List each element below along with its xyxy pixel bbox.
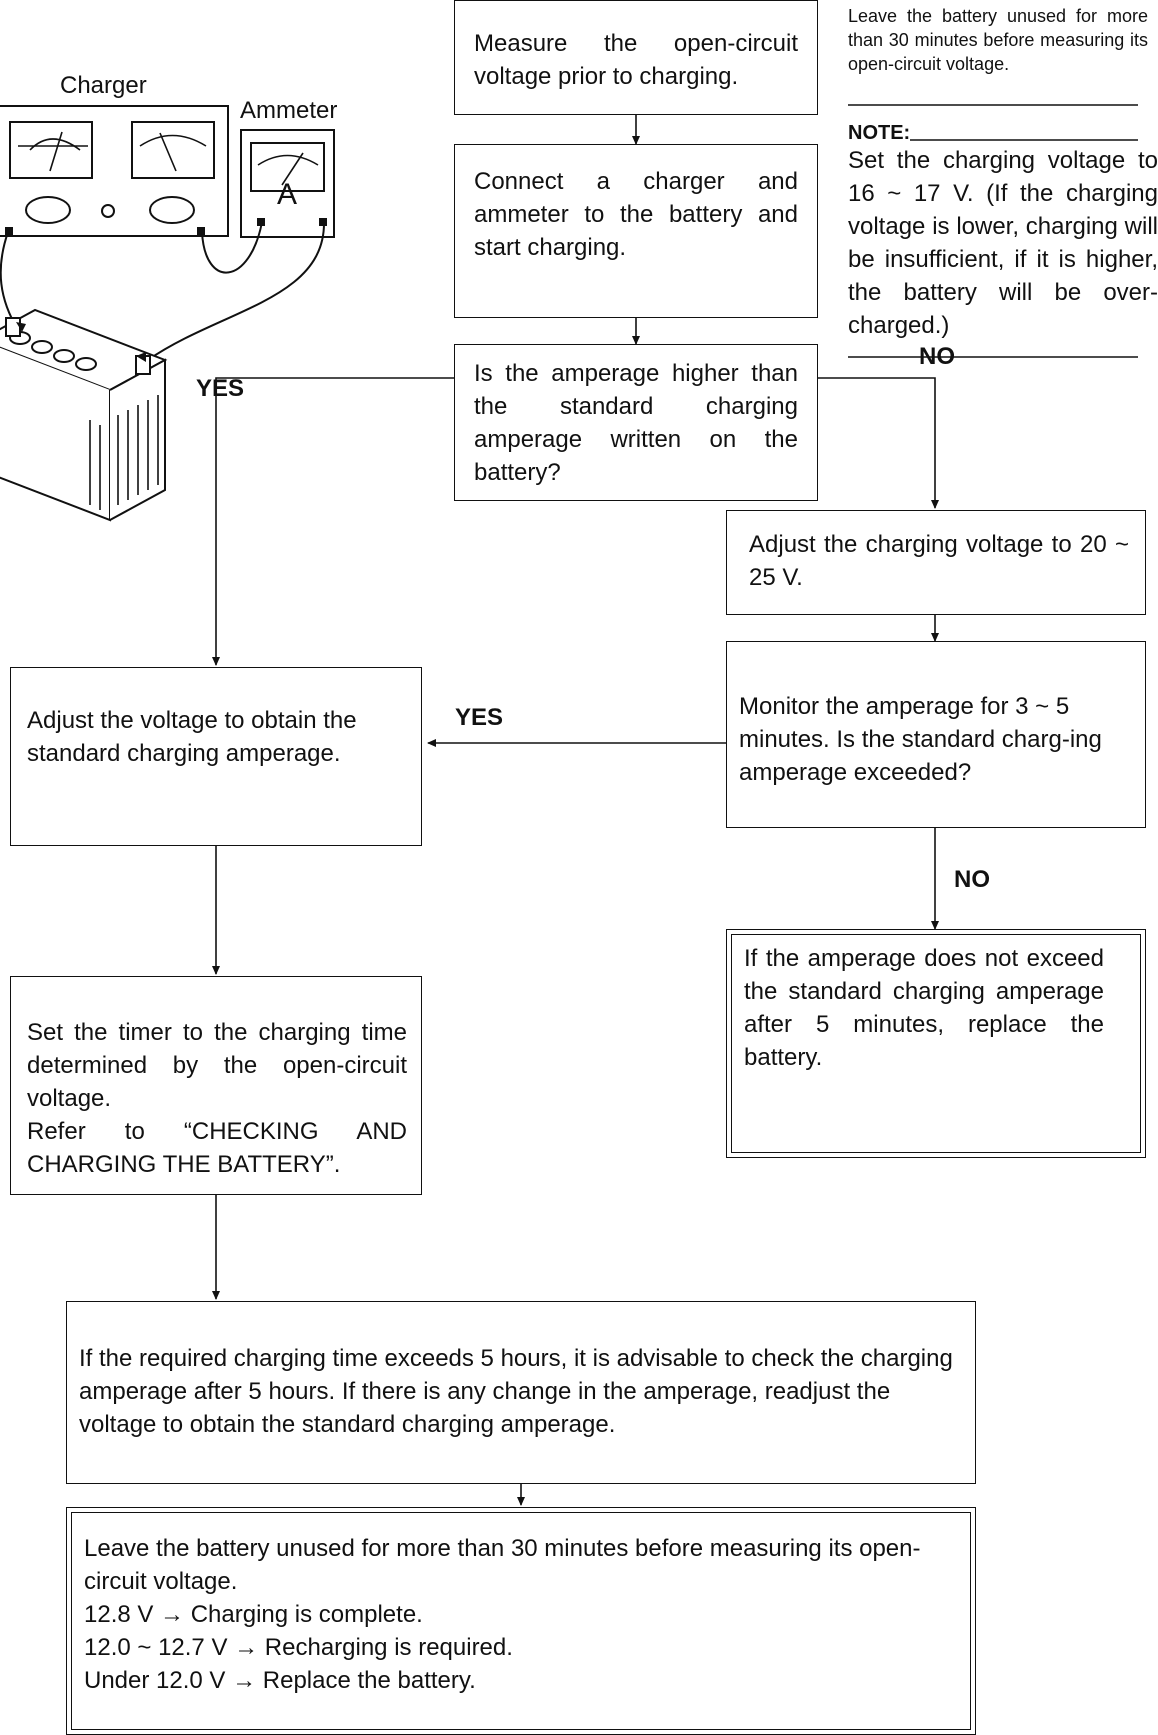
note-body: Set the charging voltage to 16 ~ 17 V. (…: [848, 147, 1158, 339]
note-heading: NOTE:: [848, 122, 911, 144]
label-no-monitor: NO: [954, 866, 990, 893]
step-measure-voltage: Measure the open-circuit voltage prior t…: [454, 0, 818, 115]
final-line-replace: Under 12.0 V → Replace the battery.: [84, 1667, 476, 1694]
ammeter-symbol: A: [277, 178, 298, 211]
charger-knob-left: [25, 196, 71, 224]
step-refer-text: Refer to “CHECKING AND CHARGING THE BATT…: [27, 1118, 407, 1178]
step-five-hours-check: If the required charging time exceeds 5 …: [66, 1301, 976, 1484]
arrow-question-yes: [212, 377, 454, 666]
step-five-hours-text: If the required charging time exceeds 5 …: [79, 1345, 953, 1438]
charger-label: Charger: [60, 72, 147, 99]
charger-body: [0, 105, 229, 237]
charger-meter-right: [131, 121, 215, 179]
step-connect-text: Connect a charger and ammeter to the bat…: [474, 168, 798, 261]
ammeter-label: Ammeter: [240, 97, 338, 124]
step-adjust-20-25-text: Adjust the charging voltage to 20 ~ 25 V…: [749, 531, 1129, 591]
ammeter-window: [250, 142, 325, 192]
step-set-timer-text: Set the timer to the charging time deter…: [27, 1019, 407, 1112]
charger-knob-right: [149, 196, 195, 224]
charger-knob-center: [101, 204, 115, 218]
top-note: Leave the battery unused for more than 3…: [848, 6, 1148, 74]
step-set-timer-content: Set the timer to the charging time deter…: [27, 1016, 407, 1181]
final-line-rest: Leave the battery unused for more than 3…: [84, 1535, 921, 1595]
ammeter-body: [240, 129, 335, 238]
step-set-timer: Set the timer to the charging time deter…: [10, 976, 422, 1195]
step-measure-text: Measure the open-circuit voltage prior t…: [474, 30, 798, 90]
step-adjust-standard: Adjust the voltage to obtain the standar…: [10, 667, 422, 846]
label-yes-monitor: YES: [455, 704, 504, 731]
decision-amperage-higher: Is the amperage higher than the standard…: [454, 344, 818, 501]
step-replace-text: If the amperage does not exceed the stan…: [744, 945, 1104, 1071]
decision-monitor-text: Monitor the amperage for 3 ~ 5 minutes. …: [739, 693, 1102, 786]
step-final-check: Leave the battery unused for more than 3…: [66, 1507, 976, 1735]
final-line-complete: 12.8 V → Charging is complete.: [84, 1601, 423, 1628]
label-no-question: NO: [919, 343, 955, 370]
label-yes-question: YES: [196, 375, 245, 402]
step-final-content: Leave the battery unused for more than 3…: [84, 1532, 954, 1697]
decision-amperage-text: Is the amperage higher than the standard…: [474, 360, 798, 486]
charger-meter-left: [9, 121, 93, 179]
final-line-recharge: 12.0 ~ 12.7 V → Recharging is required.: [84, 1634, 513, 1661]
step-replace-battery: If the amperage does not exceed the stan…: [726, 929, 1146, 1158]
step-adjust-standard-text: Adjust the voltage to obtain the standar…: [27, 707, 357, 767]
battery-charging-illustration: [0, 105, 335, 522]
arrow-question-no: [818, 377, 939, 509]
cable-charger-to-ammeter: [201, 221, 263, 274]
decision-monitor-amperage: Monitor the amperage for 3 ~ 5 minutes. …: [726, 641, 1146, 828]
cable-ammeter-to-battery: [147, 221, 326, 361]
step-connect-charger: Connect a charger and ammeter to the bat…: [454, 144, 818, 318]
cable-charger-to-battery: [0, 231, 19, 331]
step-adjust-20-25: Adjust the charging voltage to 20 ~ 25 V…: [726, 510, 1146, 615]
